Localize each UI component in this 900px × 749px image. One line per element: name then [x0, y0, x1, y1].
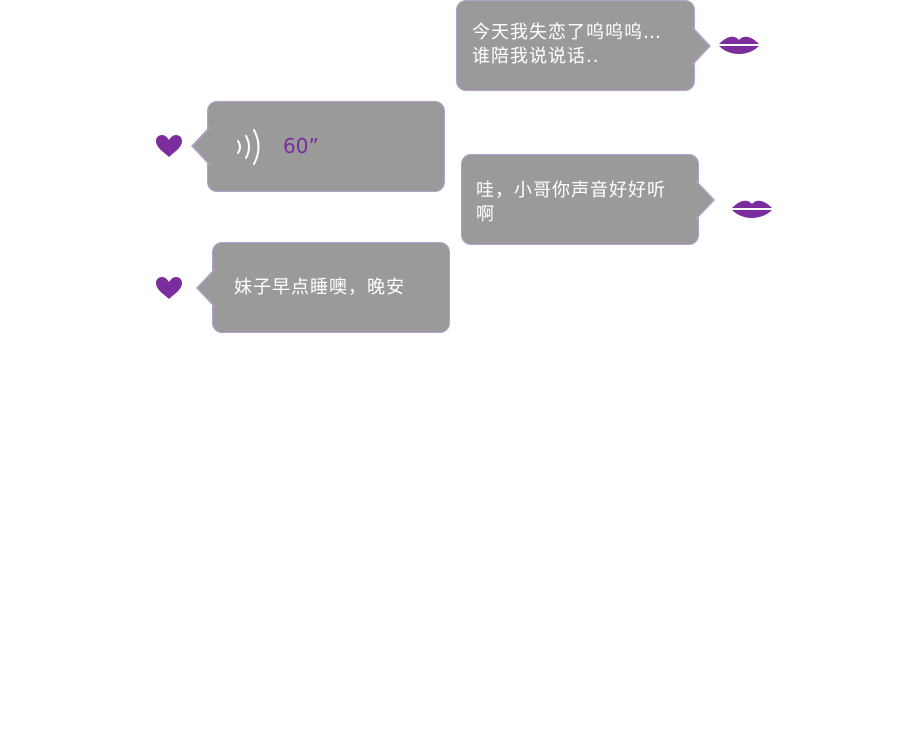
- lips-icon: [732, 200, 772, 218]
- sound-wave-icon: [237, 129, 260, 165]
- message-bubble-4[interactable]: 妹子早点睡噢，晚安: [212, 242, 450, 333]
- voice-message-bubble[interactable]: 60”: [207, 101, 445, 192]
- bubble-tail-4: [195, 268, 216, 308]
- message-text-1: 今天我失恋了呜呜呜… 谁陪我说说话..: [472, 22, 662, 67]
- bubble-tail-3: [695, 180, 716, 220]
- message-bubble-1[interactable]: 今天我失恋了呜呜呜… 谁陪我说说话..: [456, 0, 695, 91]
- lips-icon: [719, 36, 759, 54]
- bubble-tail-2: [190, 126, 211, 166]
- message-text-4: 妹子早点睡噢，晚安: [234, 277, 405, 298]
- heart-icon: [156, 135, 182, 157]
- voice-duration: 60”: [283, 134, 319, 158]
- message-bubble-3[interactable]: 哇，小哥你声音好好听 啊: [461, 154, 699, 245]
- message-text-3: 哇，小哥你声音好好听 啊: [476, 180, 666, 225]
- heart-icon: [156, 277, 182, 299]
- bubble-tail-1: [691, 26, 712, 66]
